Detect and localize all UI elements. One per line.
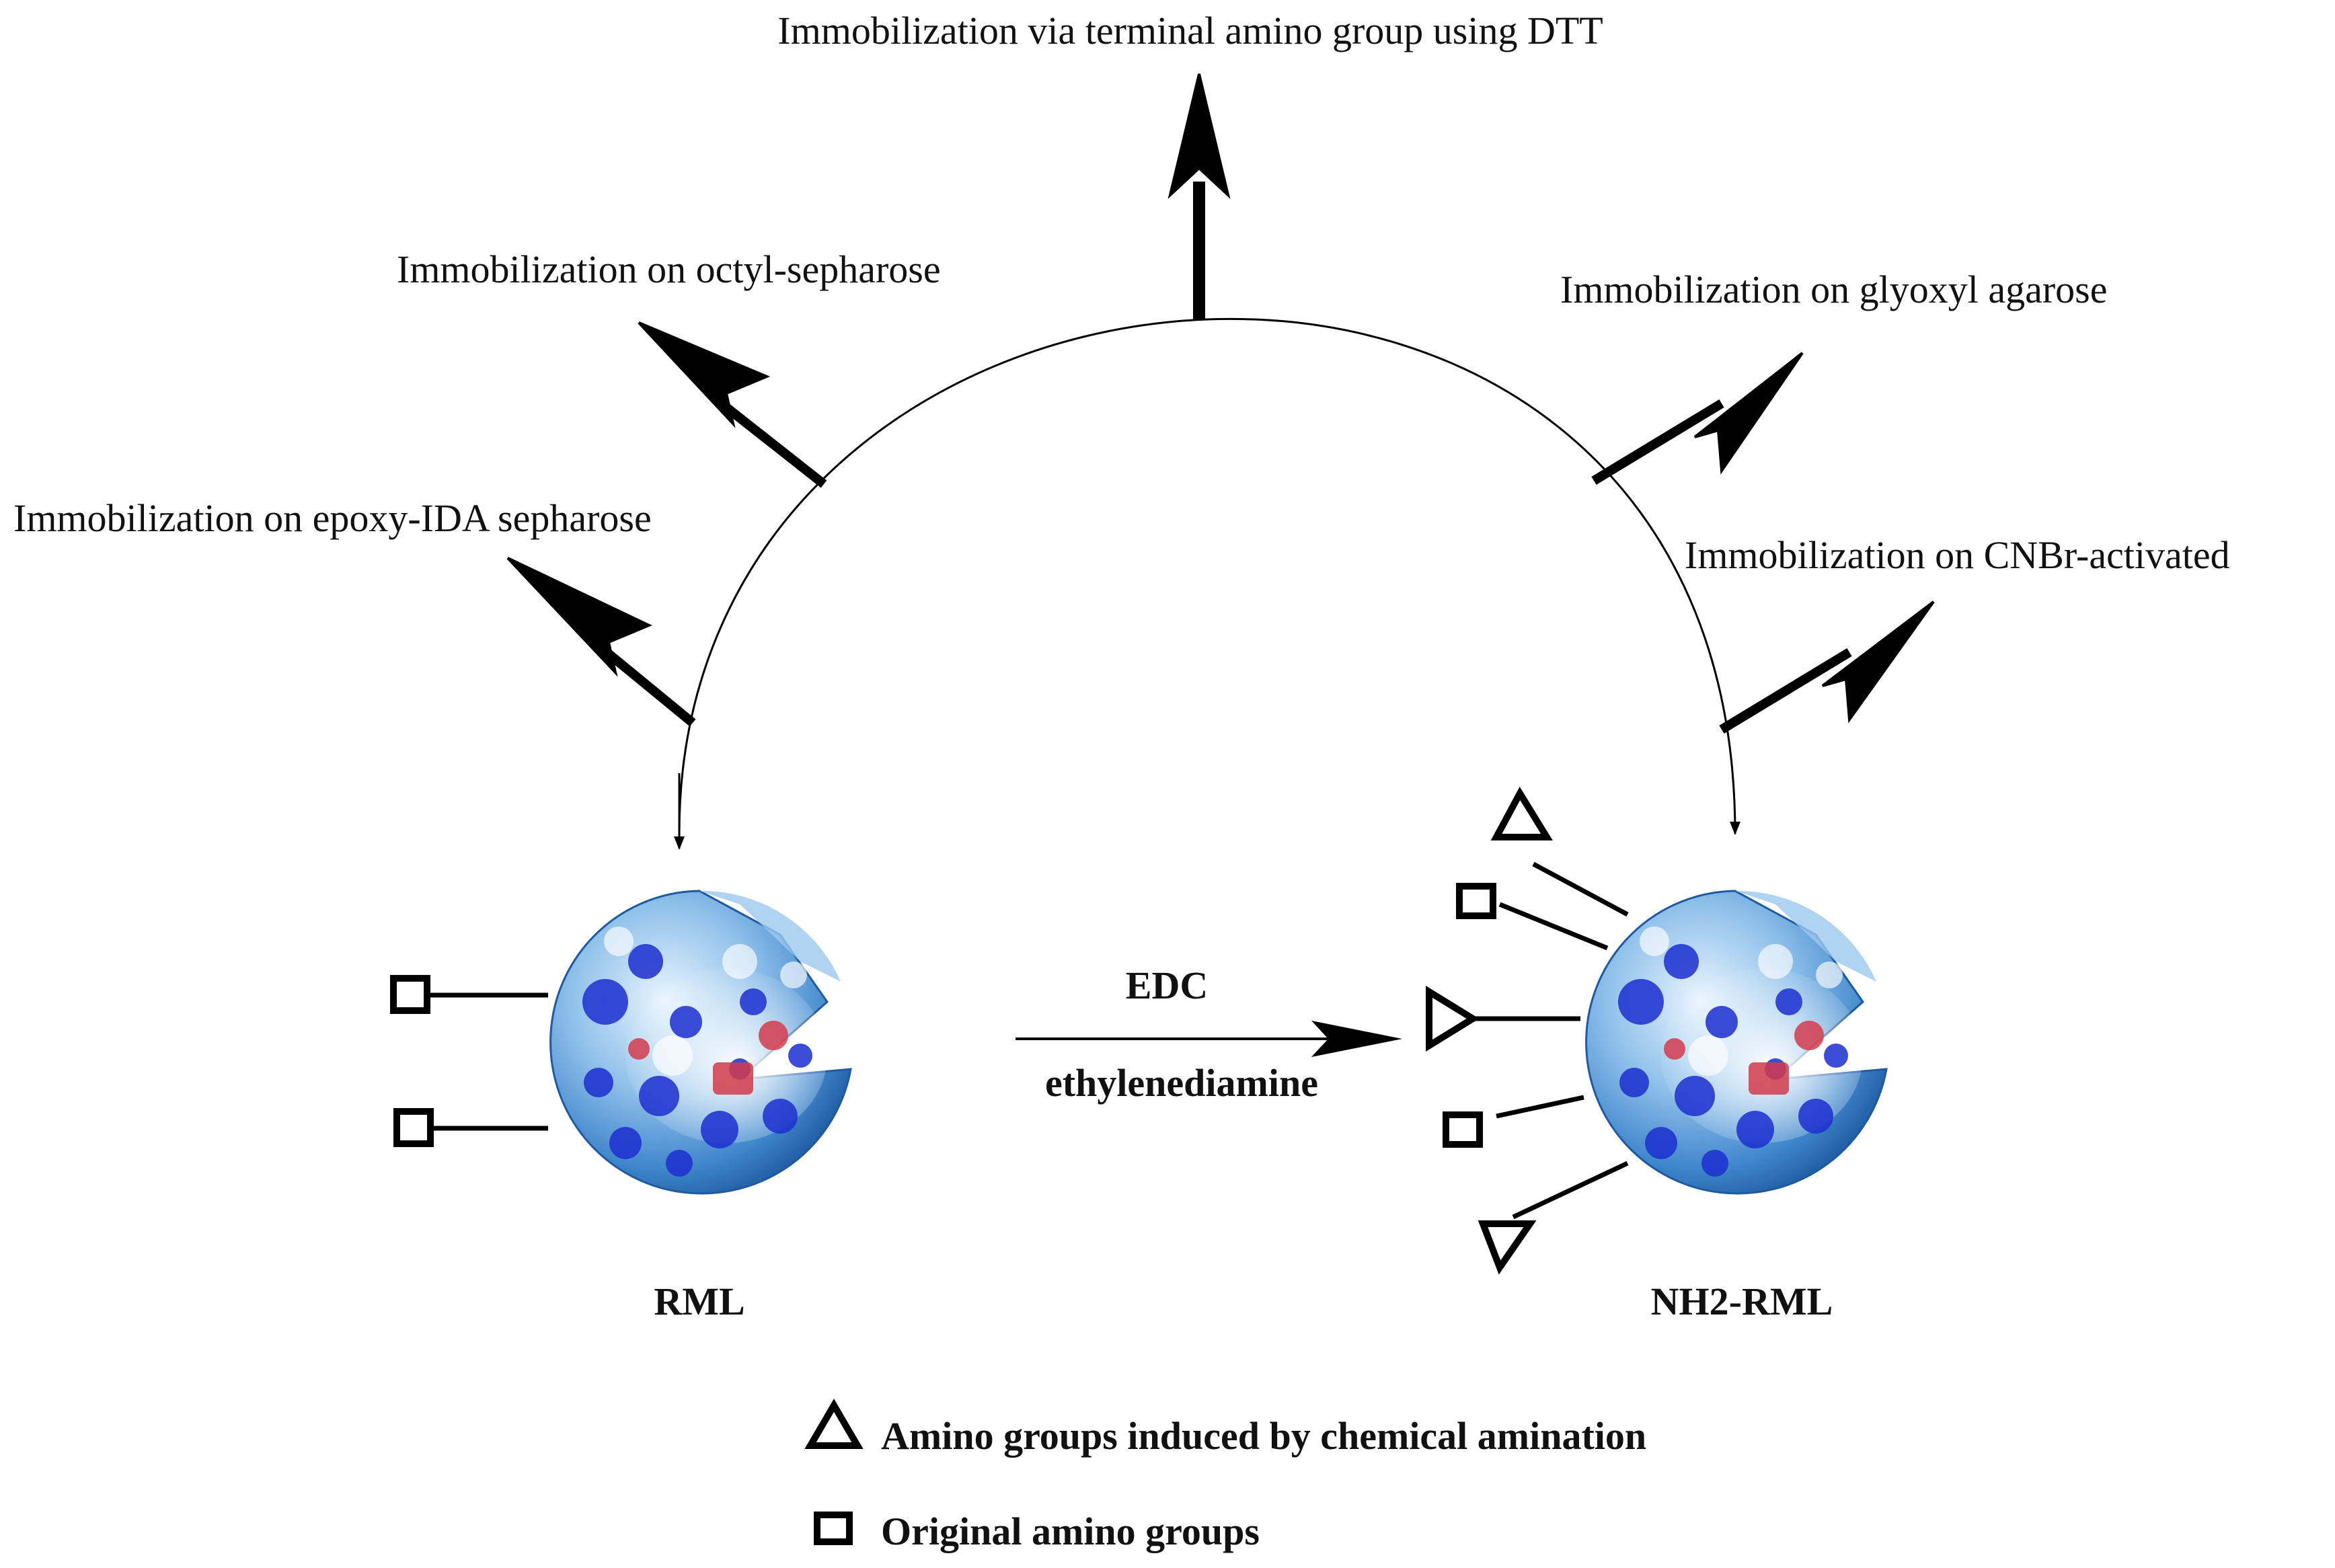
arrow-dtt [1168,73,1231,319]
label-route-dtt: Immobilization via terminal amino group … [777,9,1603,52]
nh2-rml-amino-groups [1426,786,1629,1275]
legend: Amino groups induced by chemical aminati… [804,1399,1646,1553]
reagent-edc: EDC [1126,964,1208,1007]
label-nh2-rml: NH2-RML [1651,1280,1833,1323]
label-rml: RML [654,1280,744,1323]
arrow-cnbr [1719,600,1935,734]
route-arrows [506,73,1935,734]
reaction-arrow [1016,1021,1402,1057]
triangle-marker [1490,786,1553,840]
arrow-glyoxyl [1591,352,1804,485]
square-marker [1443,1111,1483,1148]
reagent-ethylenediamine: ethylenediamine [1045,1061,1318,1105]
legend-original-label: Original amino groups [881,1510,1260,1553]
legend-square-icon [814,1512,853,1545]
arrow-octyl [638,321,827,488]
label-route-epoxy: Immobilization on epoxy-IDA sepharose [13,496,652,540]
transformation-arc [678,317,1740,835]
square-marker [390,975,430,1014]
arrow-epoxy [506,557,696,727]
triangle-marker [1426,986,1480,1052]
legend-triangle-icon [804,1399,864,1449]
square-marker [1456,883,1496,919]
rml-original-amino-groups [390,975,548,1147]
square-marker [393,1108,434,1147]
label-route-cnbr: Immobilization on CNBr-activated [1685,533,2230,577]
label-route-glyoxyl: Immobilization on glyoxyl agarose [1560,268,2107,311]
label-route-octyl: Immobilization on octyl-sepharose [397,247,941,291]
rml-enzyme [549,890,852,1195]
legend-induced-label: Amino groups induced by chemical aminati… [881,1414,1646,1458]
nh2-rml-enzyme [1585,890,1888,1195]
triangle-marker [1478,1220,1537,1275]
